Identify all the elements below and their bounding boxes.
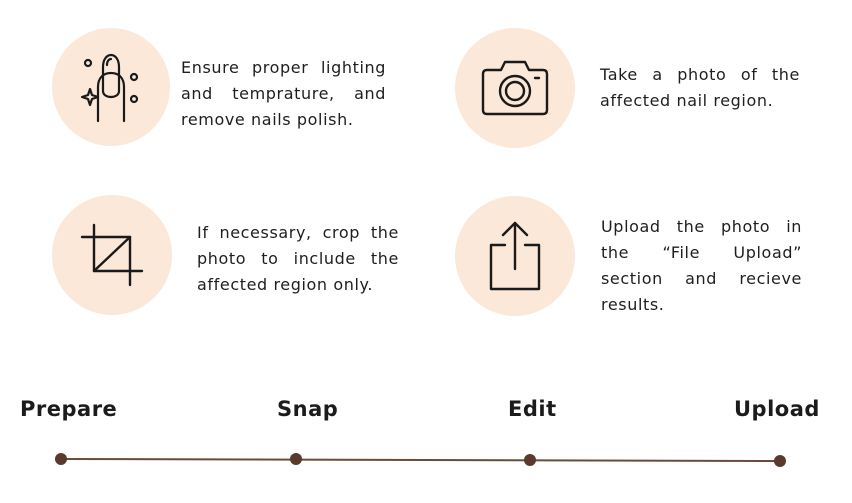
timeline-dot-edit [524,454,536,466]
edit-description: If necessary, crop the photo to include … [197,223,399,294]
timeline-label-upload: Upload [734,397,820,421]
edit-icon-circle [52,195,172,315]
snap-description: Take a photo of the affected nail region… [600,65,800,110]
timeline-dot-upload [774,455,786,467]
upload-icon [485,219,545,293]
upload-description: Upload the photo in the “File Upload” se… [601,217,802,314]
camera-icon [479,58,551,118]
crop-icon [80,223,144,287]
timeline-dot-snap [290,453,302,465]
timeline-line [60,458,781,462]
snap-icon-circle [455,28,575,148]
upload-icon-circle [455,196,575,316]
timeline-label-prepare: Prepare [20,397,118,421]
timeline-label-edit: Edit [508,397,557,421]
prepare-description: Ensure proper lighting and temprature, a… [181,58,386,129]
timeline-label-snap: Snap [277,397,339,421]
prepare-icon-circle [52,28,170,146]
manicured-nail-icon [80,51,142,123]
timeline-dot-prepare [55,453,67,465]
